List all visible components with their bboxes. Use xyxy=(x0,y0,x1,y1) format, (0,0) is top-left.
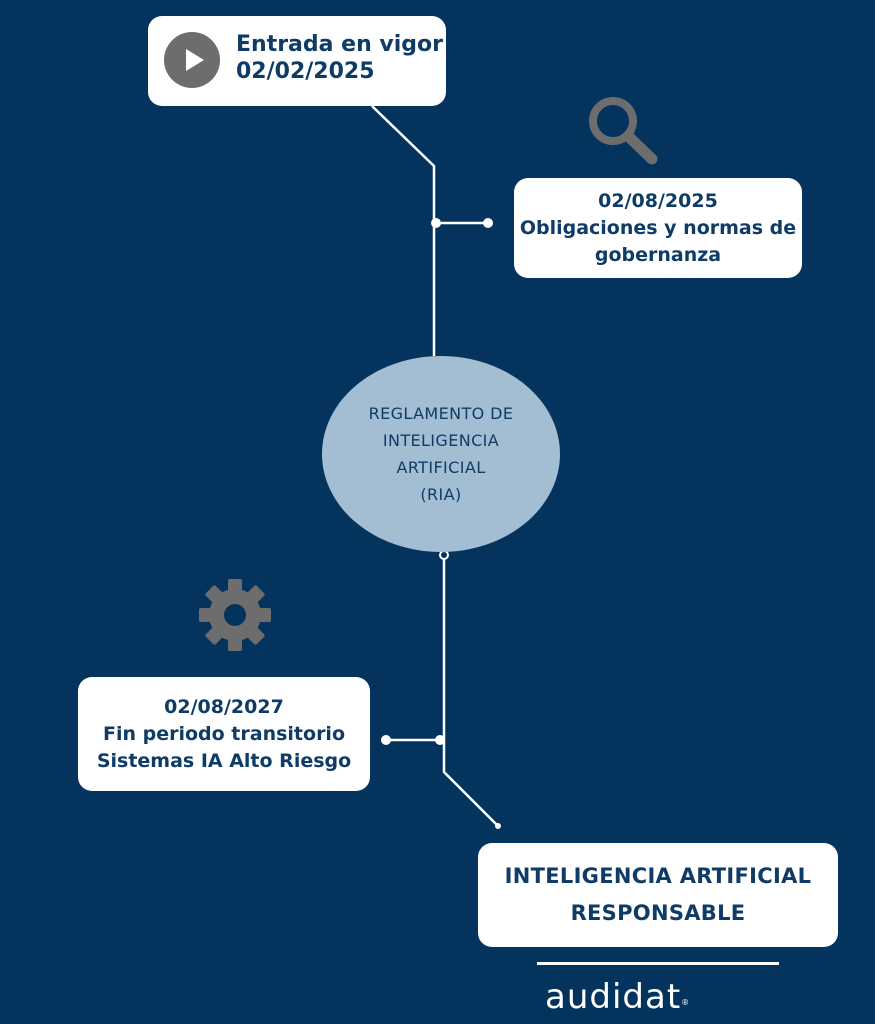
milestone-title-cont: gobernanza xyxy=(594,243,722,266)
connector-bottom xyxy=(442,555,499,827)
node-dot xyxy=(495,823,501,829)
search-icon xyxy=(589,97,658,165)
milestone-card-entry: Entrada en vigor 02/02/2025 xyxy=(148,16,446,106)
milestone-date: 02/08/2027 xyxy=(164,695,284,718)
node-dot xyxy=(483,218,493,228)
milestone-card-obligations: 02/08/2025 Obligaciones y normas de gobe… xyxy=(514,178,802,278)
logo-text: audidat xyxy=(545,977,682,1017)
conclusion-line: INTELIGENCIA ARTIFICIAL xyxy=(504,864,812,888)
node-dot xyxy=(439,550,449,560)
conclusion-line: RESPONSABLE xyxy=(570,901,746,925)
center-line: ARTIFICIAL xyxy=(396,458,486,477)
node-dot xyxy=(431,218,441,228)
center-line: REGLAMENTO DE xyxy=(368,404,514,423)
gear-icon xyxy=(199,579,271,651)
center-line: INTELIGENCIA xyxy=(382,431,500,450)
audidat-logo: audidat® xyxy=(545,977,775,1017)
node-dot xyxy=(381,735,391,745)
milestone-title: Fin periodo transitorio xyxy=(102,722,346,745)
milestone-card-transition: 02/08/2027 Fin periodo transitorio Siste… xyxy=(78,677,370,791)
center-line: (RIA) xyxy=(420,485,462,504)
milestone-date: 02/02/2025 xyxy=(236,59,375,84)
divider xyxy=(537,962,779,965)
milestone-date: 02/08/2025 xyxy=(598,189,718,212)
milestone-title: Entrada en vigor xyxy=(236,32,443,57)
node-dot xyxy=(435,735,445,745)
milestone-title-cont: Sistemas IA Alto Riesgo xyxy=(96,749,352,772)
play-icon xyxy=(164,32,220,88)
milestone-title: Obligaciones y normas de xyxy=(519,216,797,239)
milestone-text: Entrada en vigor 02/02/2025 xyxy=(236,31,443,85)
conclusion-card: INTELIGENCIA ARTIFICIAL RESPONSABLE xyxy=(478,843,838,947)
registered-mark: ® xyxy=(681,998,691,1007)
connector-entry xyxy=(371,105,436,356)
center-regulation-node: REGLAMENTO DE INTELIGENCIA ARTIFICIAL (R… xyxy=(322,356,560,552)
